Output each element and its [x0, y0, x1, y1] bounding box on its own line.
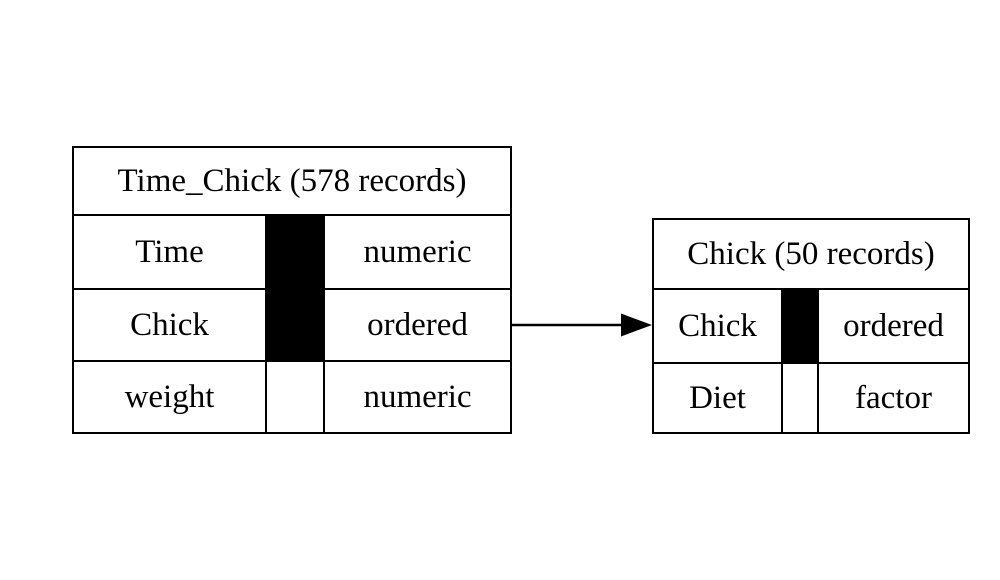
column-name: Time	[72, 214, 267, 290]
column-name: Diet	[652, 362, 783, 434]
column-type: ordered	[817, 288, 970, 364]
key-indicator-cell	[265, 360, 325, 434]
table-title: Chick (50 records)	[652, 218, 970, 290]
entity-table-time-chick: Time_Chick (578 records) Time numeric Ch…	[72, 146, 512, 434]
column-name: weight	[72, 360, 267, 434]
table-row: weight numeric	[72, 360, 512, 434]
table-row: Time numeric	[72, 214, 512, 290]
key-indicator-cell	[265, 214, 325, 290]
table-row: Chick ordered	[72, 288, 512, 362]
relation-arrowhead-icon	[621, 313, 652, 337]
relation-arrow	[510, 313, 652, 337]
table-row: Chick ordered	[652, 288, 970, 364]
entity-table-chick: Chick (50 records) Chick ordered Diet fa…	[652, 218, 970, 434]
key-indicator-cell	[781, 288, 819, 364]
column-type: ordered	[323, 288, 512, 362]
column-type: numeric	[323, 214, 512, 290]
key-indicator-cell	[265, 288, 325, 362]
table-header-row: Chick (50 records)	[652, 218, 970, 290]
table-title: Time_Chick (578 records)	[72, 146, 512, 216]
column-type: numeric	[323, 360, 512, 434]
column-type: factor	[817, 362, 970, 434]
key-indicator-cell	[781, 362, 819, 434]
table-row: Diet factor	[652, 362, 970, 434]
table-header-row: Time_Chick (578 records)	[72, 146, 512, 216]
column-name: Chick	[72, 288, 267, 362]
column-name: Chick	[652, 288, 783, 364]
